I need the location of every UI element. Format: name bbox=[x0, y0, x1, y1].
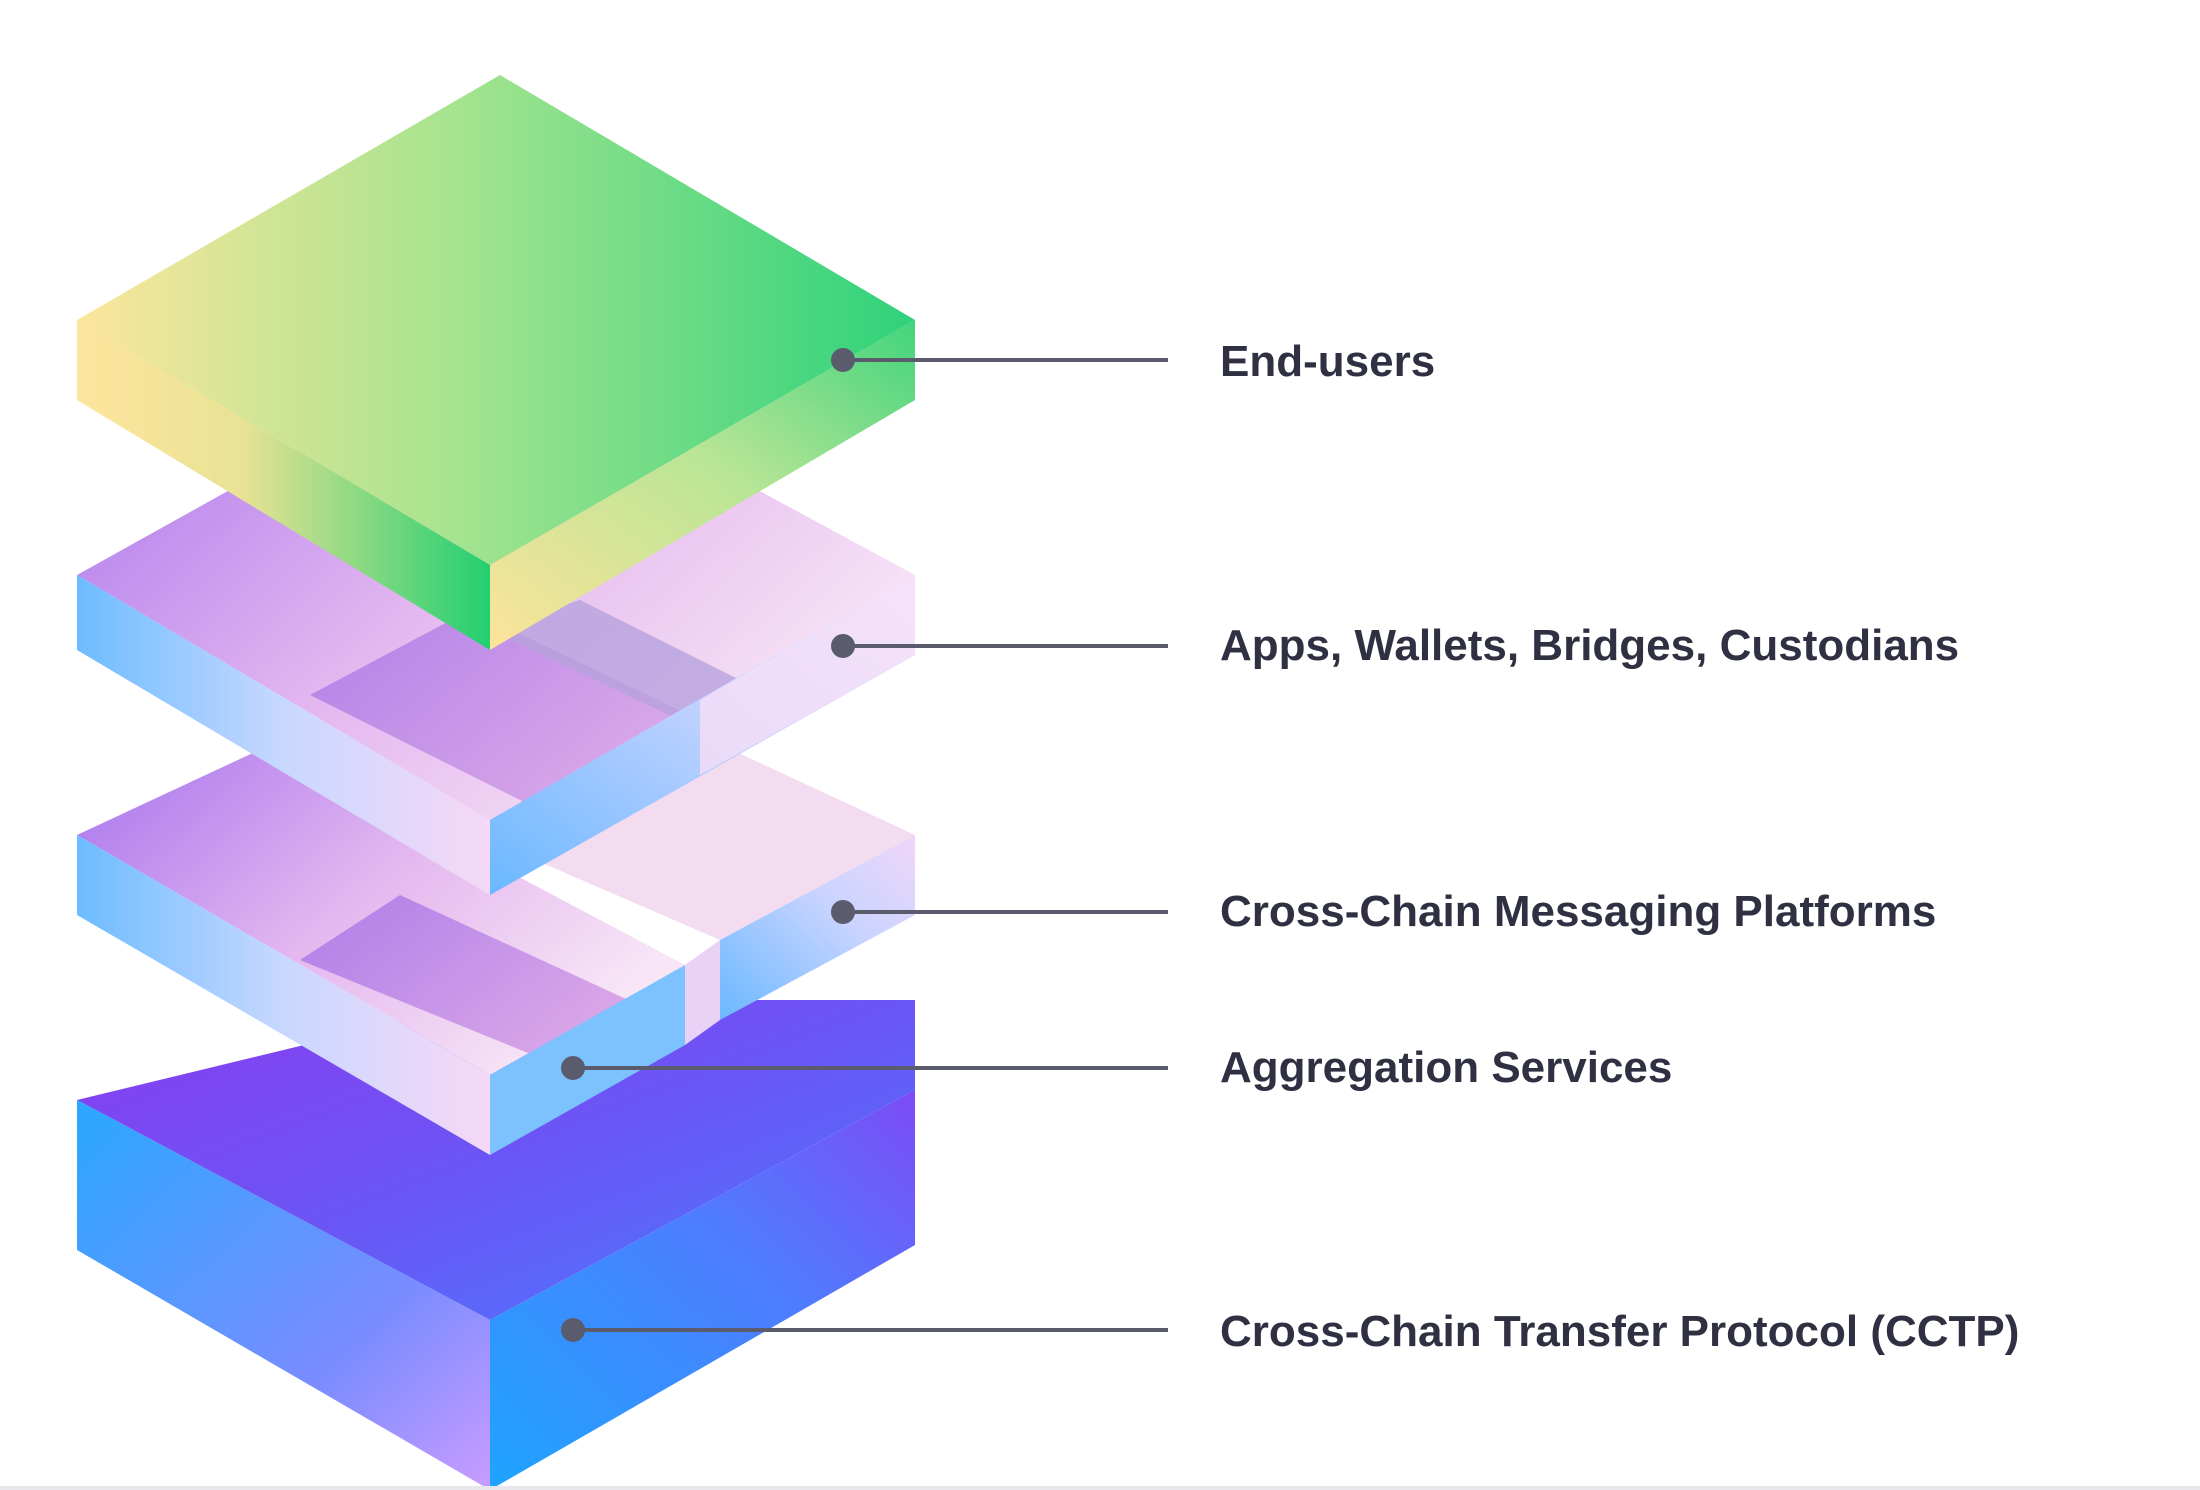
cctp-block-top bbox=[77, 1000, 915, 1320]
leader-dot-cctp bbox=[561, 1318, 585, 1342]
label-end-users: End-users bbox=[1220, 337, 1435, 386]
messaging-aggregation-layer bbox=[77, 735, 915, 1155]
aggregation-slab-right-face bbox=[490, 965, 685, 1155]
leader-dot-aggregation bbox=[561, 1056, 585, 1080]
apps-slab-right-face-pink bbox=[700, 575, 915, 775]
cctp-block bbox=[77, 1000, 915, 1490]
label-aggregation: Aggregation Services bbox=[1220, 1043, 1672, 1092]
apps-slab-top-shadow bbox=[490, 600, 760, 725]
leader-dot-messaging bbox=[831, 900, 855, 924]
end-users-slab-right-face bbox=[490, 320, 915, 650]
leader-dot-end-users bbox=[831, 348, 855, 372]
messaging-slab-right-face bbox=[720, 835, 915, 1020]
cctp-block-left-face bbox=[77, 1100, 490, 1490]
apps-slab-left-face bbox=[77, 575, 490, 895]
label-messaging: Cross-Chain Messaging Platforms bbox=[1220, 887, 1936, 936]
aggregation-slab-left-face bbox=[77, 835, 490, 1155]
messaging-slab-left-face bbox=[685, 940, 720, 1045]
label-apps: Apps, Wallets, Bridges, Custodians bbox=[1220, 621, 1959, 670]
end-users-slab-left-face bbox=[77, 320, 490, 650]
end-users-layer bbox=[77, 75, 915, 650]
cctp-block-right-face bbox=[490, 1090, 915, 1490]
leader-dot-apps bbox=[831, 634, 855, 658]
leader-lines bbox=[561, 348, 1168, 1342]
aggregation-slab-top-dark bbox=[300, 895, 650, 1060]
label-cctp: Cross-Chain Transfer Protocol (CCTP) bbox=[1220, 1307, 2019, 1356]
end-users-slab-top bbox=[77, 75, 915, 565]
bottom-divider bbox=[0, 1486, 2200, 1490]
